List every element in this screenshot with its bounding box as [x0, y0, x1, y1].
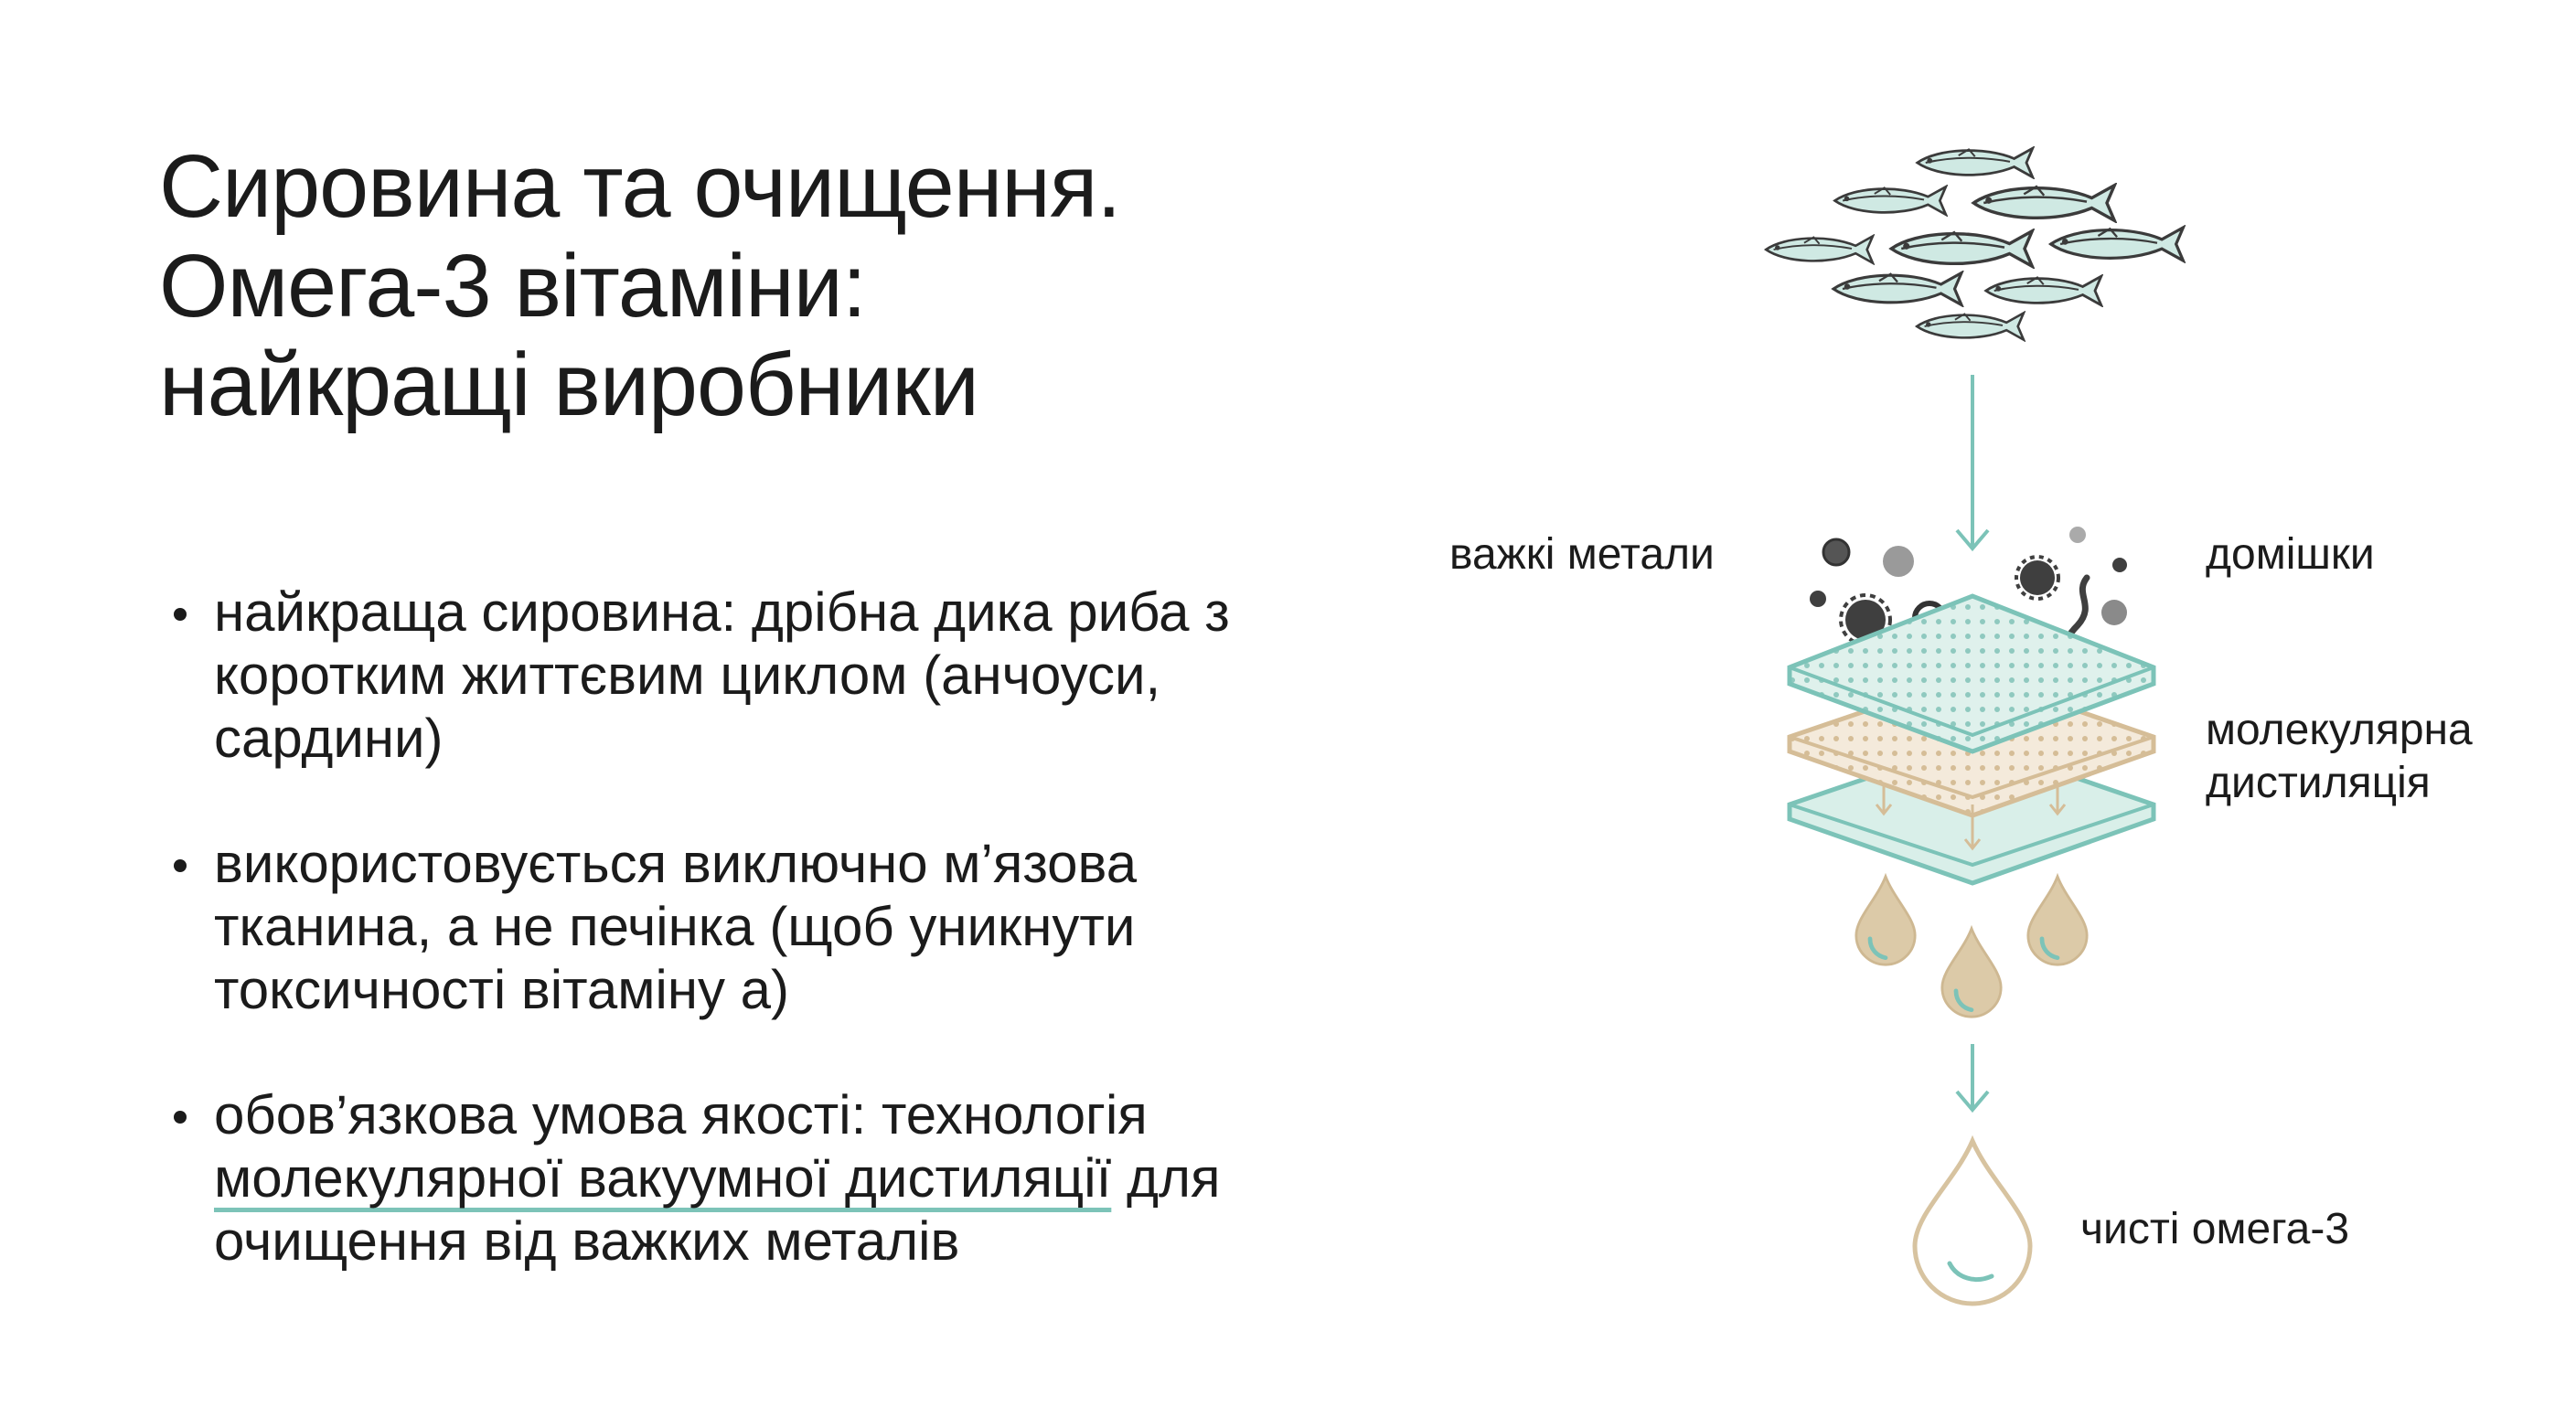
pure-drop-icon [1912, 1135, 2033, 1306]
bullet-list: найкраща сировина: дрібна дика риба з ко… [174, 581, 1363, 1335]
arrow-down-icon [1955, 1044, 1990, 1113]
title-line-3: найкращі виробники [159, 335, 979, 435]
bullet-item: використовується виключно м’язова тканин… [174, 832, 1363, 1021]
bullet-text-suffix: для очищення від важких металів [214, 1147, 1221, 1272]
highlighted-term: молекулярної вакуумної дистиляції [214, 1147, 1112, 1209]
bullet-text: використовується виключно м’язова тканин… [214, 833, 1138, 1020]
page-title: Сировина та очищення. Омега-3 вітаміни: … [159, 136, 1366, 435]
label-distillation-line2: дистиляція [2206, 759, 2431, 807]
label-impurities: домішки [2206, 530, 2375, 579]
bullet-text: найкраща сировина: дрібна дика риба з ко… [214, 581, 1230, 769]
label-distillation-line1: молекулярна [2206, 706, 2473, 754]
title-line-2: Омега-3 вітаміни: [159, 235, 867, 336]
label-pure-omega: чисті омега-3 [2080, 1205, 2350, 1253]
oil-drops-icon [1856, 877, 2087, 1017]
label-heavy-metals: важкі метали [1449, 530, 1715, 579]
bullet-text-prefix: обов’язкова умова якості: технологія [214, 1084, 1148, 1145]
arrow-down-icon [1955, 375, 1990, 552]
bullet-item: обов’язкова умова якості: технологія мол… [174, 1083, 1363, 1273]
fish-school-icon [1764, 146, 2186, 341]
title-line-1: Сировина та очищення. [159, 136, 1121, 236]
filter-layers-icon [1787, 593, 2156, 886]
bullet-item: найкраща сировина: дрібна дика риба з ко… [174, 581, 1363, 770]
